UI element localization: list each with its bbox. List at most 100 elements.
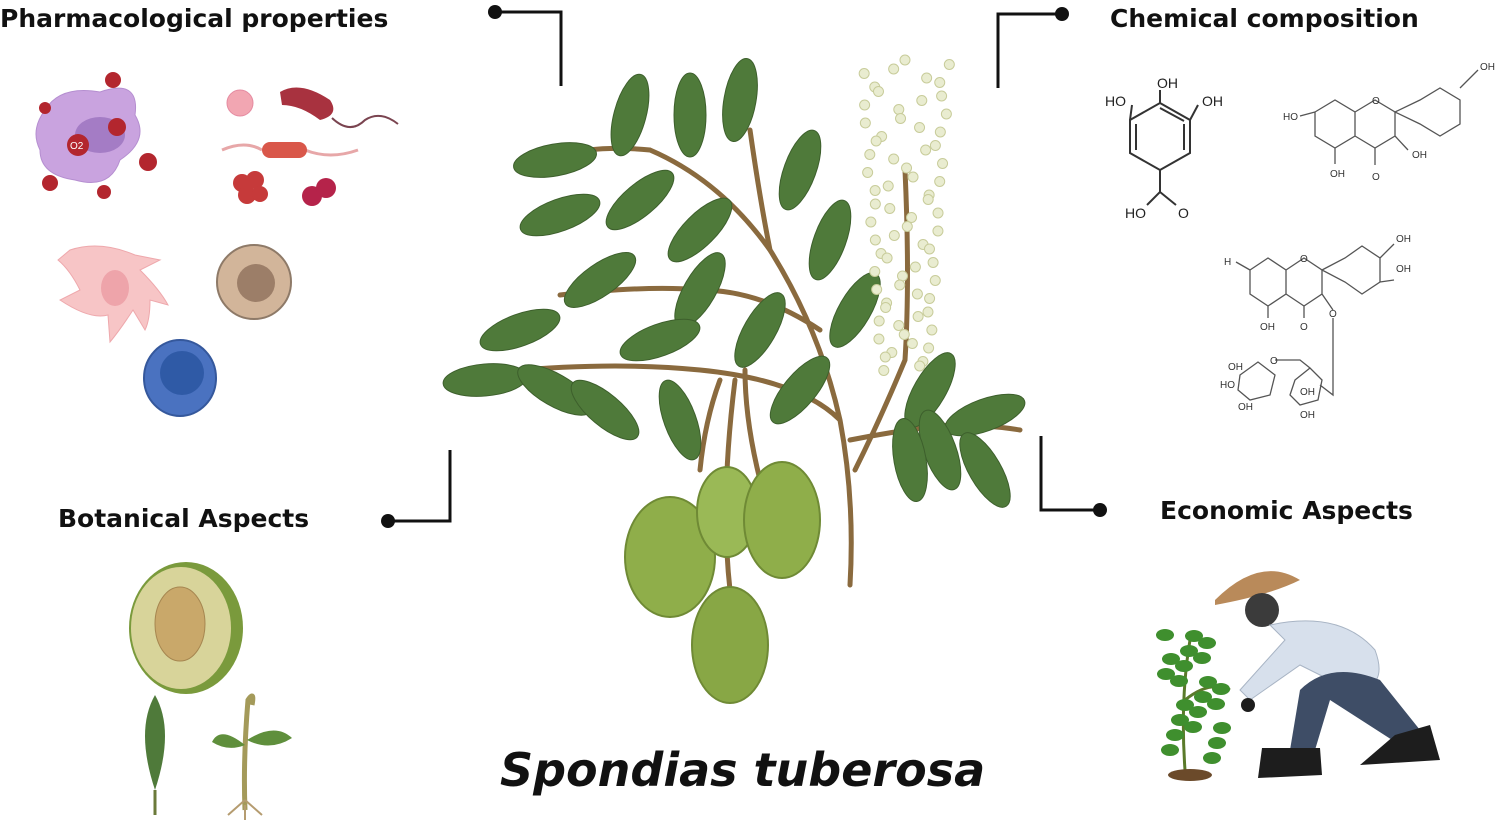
flower bbox=[859, 117, 871, 129]
flower bbox=[934, 126, 946, 138]
flower bbox=[901, 221, 913, 232]
flower bbox=[893, 104, 905, 115]
flower bbox=[899, 54, 911, 66]
flower bbox=[888, 153, 900, 165]
leaf bbox=[722, 58, 758, 142]
label: O bbox=[1300, 254, 1308, 265]
shrub-leaf bbox=[1161, 744, 1179, 756]
label: O bbox=[1178, 205, 1189, 221]
leaf bbox=[944, 393, 1026, 437]
flower bbox=[923, 243, 935, 255]
flower bbox=[872, 86, 884, 97]
flower bbox=[922, 306, 934, 318]
label: OH bbox=[1300, 387, 1315, 398]
label: OH bbox=[1238, 402, 1253, 413]
flower bbox=[927, 257, 939, 268]
flower bbox=[888, 63, 900, 75]
shrub-leaf bbox=[1213, 722, 1231, 734]
flower bbox=[898, 329, 910, 340]
leaf bbox=[605, 169, 675, 231]
leaf bbox=[513, 142, 597, 178]
leaf bbox=[570, 379, 640, 441]
flower bbox=[870, 135, 882, 147]
shrub-leaf bbox=[1208, 737, 1226, 749]
label: OH bbox=[1480, 62, 1495, 73]
fruit-cross-section-icon bbox=[129, 562, 243, 694]
label: OH bbox=[1396, 234, 1411, 245]
monocyte-icon bbox=[216, 244, 292, 320]
flower bbox=[943, 59, 955, 70]
label: OH bbox=[1228, 362, 1243, 373]
economic-title: Economic Aspects bbox=[1160, 496, 1413, 525]
flower bbox=[888, 230, 900, 241]
flower bbox=[916, 95, 928, 106]
leaf bbox=[734, 292, 786, 368]
label: HO bbox=[1125, 205, 1146, 221]
leaf bbox=[673, 72, 707, 158]
shrub-leaf bbox=[1198, 637, 1216, 649]
botanical-title: Botanical Aspects bbox=[58, 504, 309, 533]
chemical-title: Chemical composition bbox=[1110, 4, 1419, 33]
label: O bbox=[1329, 309, 1337, 320]
lymphocyte-icon bbox=[143, 339, 217, 417]
label: O bbox=[1300, 322, 1308, 333]
shrub-leaf bbox=[1166, 729, 1184, 741]
flower bbox=[884, 203, 896, 214]
shrub-leaf bbox=[1203, 752, 1221, 764]
leaf bbox=[667, 197, 733, 263]
leaf bbox=[808, 199, 852, 281]
shrub-leaf bbox=[1157, 668, 1175, 680]
label: HO bbox=[1283, 112, 1298, 123]
flower bbox=[932, 207, 944, 219]
shrub-leaf bbox=[1194, 691, 1212, 703]
flower bbox=[921, 72, 933, 84]
shrub-leaf bbox=[1170, 675, 1188, 687]
leaf-icon bbox=[145, 695, 165, 815]
rutin-structure: OH OH H O O OH O O OH HO OH OH OH OH bbox=[1220, 234, 1411, 421]
flower bbox=[895, 113, 907, 124]
label: O bbox=[1372, 172, 1380, 183]
leaf bbox=[519, 193, 601, 237]
flower bbox=[929, 140, 941, 151]
flower bbox=[937, 158, 949, 169]
flower bbox=[929, 275, 941, 286]
connector-chemical bbox=[996, 7, 1069, 88]
flower bbox=[926, 324, 938, 336]
label: OH bbox=[1157, 75, 1178, 91]
ros-label: O2 bbox=[70, 141, 84, 152]
flower bbox=[912, 311, 924, 322]
flower bbox=[936, 90, 948, 102]
flower bbox=[906, 212, 918, 223]
flower bbox=[922, 194, 934, 205]
flower bbox=[862, 167, 874, 178]
flower bbox=[893, 320, 905, 331]
shrub-leaf bbox=[1180, 645, 1198, 657]
flower bbox=[901, 162, 913, 174]
leaf bbox=[479, 308, 561, 352]
flower bbox=[858, 68, 870, 79]
flower bbox=[864, 149, 876, 160]
flower bbox=[873, 333, 885, 345]
shrub-leaf bbox=[1162, 653, 1180, 665]
label: O bbox=[1372, 96, 1380, 107]
shrub-leaf bbox=[1193, 652, 1211, 664]
label: HO bbox=[1105, 93, 1126, 109]
pharmacological-title: Pharmacological properties bbox=[0, 4, 388, 33]
label: OH bbox=[1300, 410, 1315, 421]
flower bbox=[932, 225, 944, 237]
connector-pharmacological bbox=[488, 5, 563, 86]
flower bbox=[894, 279, 906, 291]
flower bbox=[878, 365, 890, 376]
flower bbox=[897, 270, 909, 282]
leaf bbox=[610, 73, 650, 157]
shrub-leaf bbox=[1176, 699, 1194, 711]
leaf bbox=[892, 418, 928, 502]
flower bbox=[881, 252, 893, 264]
label: H bbox=[1224, 257, 1231, 268]
flower bbox=[869, 185, 881, 196]
flower bbox=[869, 198, 881, 210]
flower bbox=[882, 180, 894, 192]
flower bbox=[879, 351, 891, 363]
flower bbox=[873, 315, 885, 327]
shrub-leaf bbox=[1207, 698, 1225, 710]
